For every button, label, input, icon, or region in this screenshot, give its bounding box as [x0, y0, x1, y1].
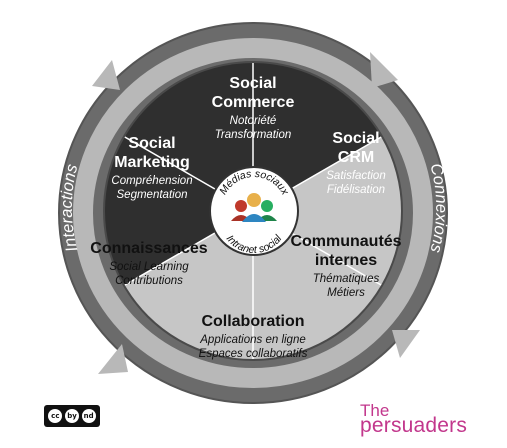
- segment-subtitle: Fidélisation: [327, 184, 385, 196]
- segment-title: Social: [229, 75, 276, 92]
- ring-label-left: Interactions: [58, 162, 82, 253]
- outer-ring-shade: [58, 22, 448, 404]
- segments-layer: [105, 63, 401, 359]
- center-hub: [209, 166, 299, 256]
- segment-1: [253, 63, 382, 211]
- brand-line2: persuaders: [360, 414, 468, 437]
- segment-subtitle: Thématiques: [313, 273, 380, 285]
- cc-license-badge: cc by nd: [44, 405, 100, 427]
- segment-subtitle: Contributions: [115, 275, 183, 287]
- by-icon: by: [64, 409, 79, 423]
- segment-title: Marketing: [114, 154, 190, 171]
- segment-title: Social: [332, 130, 379, 147]
- segment-subtitle: Compréhension: [111, 175, 192, 187]
- segment-subtitle: Segmentation: [117, 189, 188, 201]
- segment-title: Collaboration: [201, 313, 304, 330]
- segment-subtitle: Métiers: [327, 287, 365, 299]
- ring-label-right: Connexions: [426, 162, 450, 255]
- segment-5: [105, 137, 253, 285]
- segment-title: Social: [128, 135, 175, 152]
- cc-icon: cc: [48, 409, 63, 423]
- brand-logo: The persuaders: [360, 401, 480, 437]
- arrowhead-right: [392, 330, 420, 358]
- segment-subtitle: Espaces collaboratifs: [199, 348, 308, 360]
- segment-title: internes: [315, 252, 377, 269]
- nd-icon: nd: [81, 409, 96, 423]
- segment-0: [124, 63, 253, 211]
- arrowhead-top-right: [370, 52, 398, 88]
- segment-subtitle: Transformation: [215, 129, 291, 141]
- segment-title: Commerce: [212, 94, 295, 111]
- segment-2: [253, 137, 401, 285]
- segment-subtitle: Satisfaction: [326, 170, 385, 182]
- arrowhead-bottom-left: [98, 344, 128, 374]
- segment-title: Communautés: [290, 233, 401, 250]
- ring-label-bottom: Partage: [223, 409, 283, 429]
- segment-subtitle: Social Learning: [109, 261, 189, 273]
- segment-subtitle: Notoriété: [230, 115, 277, 127]
- arrowhead-left: [92, 60, 120, 90]
- segment-title: CRM: [338, 149, 374, 166]
- segment-title: Connaissances: [90, 240, 207, 257]
- segment-3: [253, 211, 382, 359]
- segment-subtitle: Applications en ligne: [199, 334, 306, 346]
- brand-line1: The: [360, 401, 390, 420]
- people-icon: [231, 193, 277, 222]
- segment-4: [124, 211, 253, 359]
- arrow-band: [73, 38, 433, 388]
